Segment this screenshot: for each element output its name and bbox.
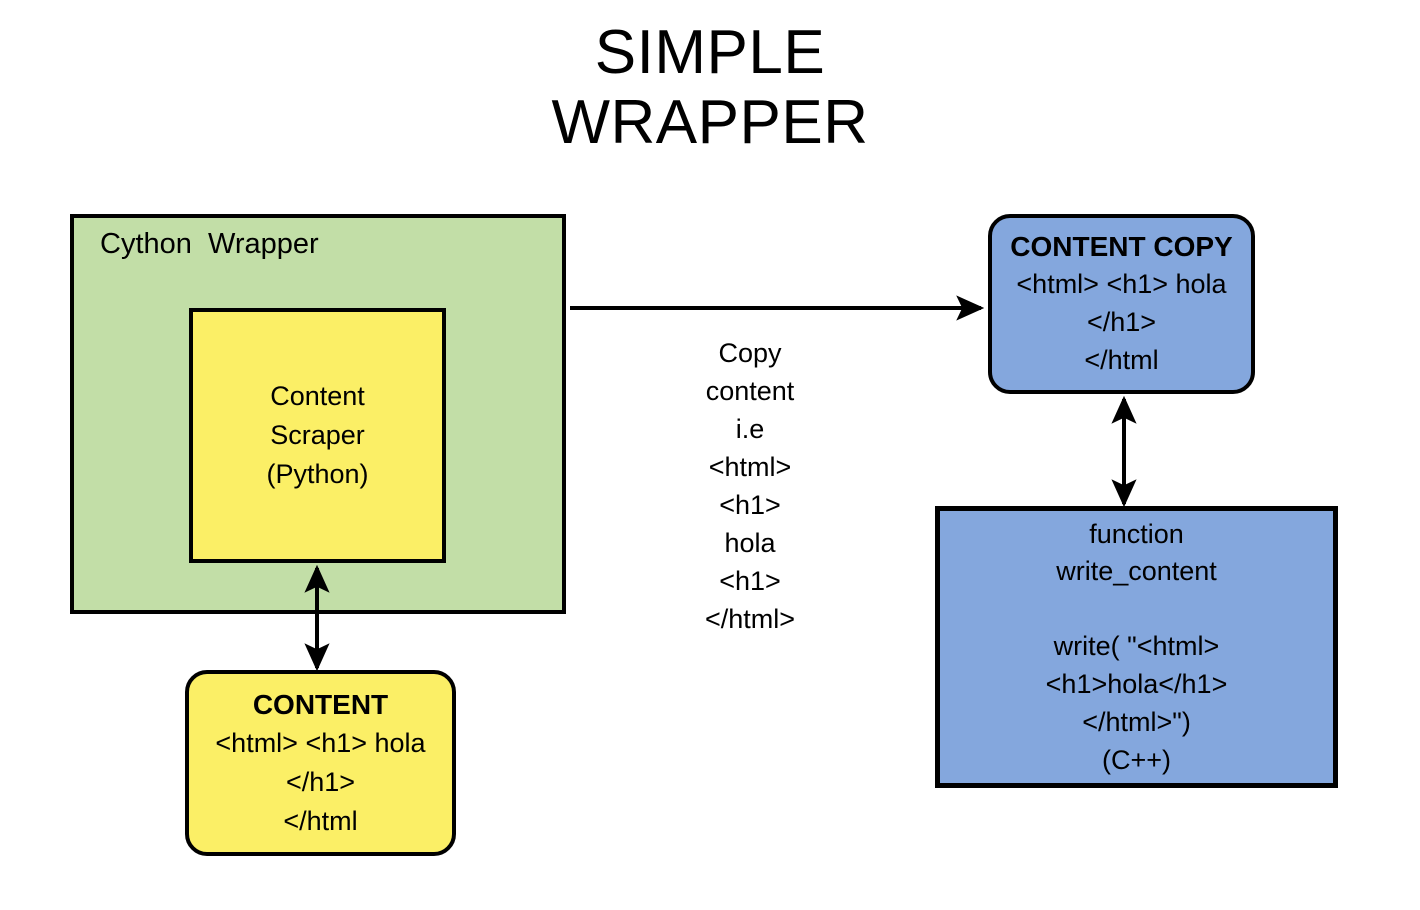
node-content-scraper[interactable]: Content Scraper (Python) <box>189 308 446 563</box>
node-write-function-name: function write_content <box>1056 518 1217 586</box>
node-content-copy-title: CONTENT COPY <box>1010 231 1233 262</box>
node-content-copy[interactable]: CONTENT COPY <html> <h1> hola </h1> </ht… <box>988 214 1255 394</box>
node-write-function[interactable]: function write_content write( "<html> <h… <box>935 506 1338 788</box>
node-cython-wrapper-label: Cython Wrapper <box>100 228 319 260</box>
node-content-code: <html> <h1> hola </h1> </html <box>215 727 426 836</box>
node-content-copy-code: <html> <h1> hola </h1> </html <box>1016 269 1227 375</box>
page-title: SIMPLE WRAPPER <box>551 18 869 157</box>
node-write-function-code: write( "<html> <h1>hola</h1> </html>") (… <box>1045 630 1228 775</box>
edge-label-copy-content: Copy content i.e <html> <h1> hola <h1> <… <box>704 338 796 634</box>
node-content[interactable]: CONTENT <html> <h1> hola </h1> </html <box>185 670 456 856</box>
node-content-scraper-text: Content Scraper (Python) <box>266 381 369 489</box>
node-content-title: CONTENT <box>252 688 389 720</box>
